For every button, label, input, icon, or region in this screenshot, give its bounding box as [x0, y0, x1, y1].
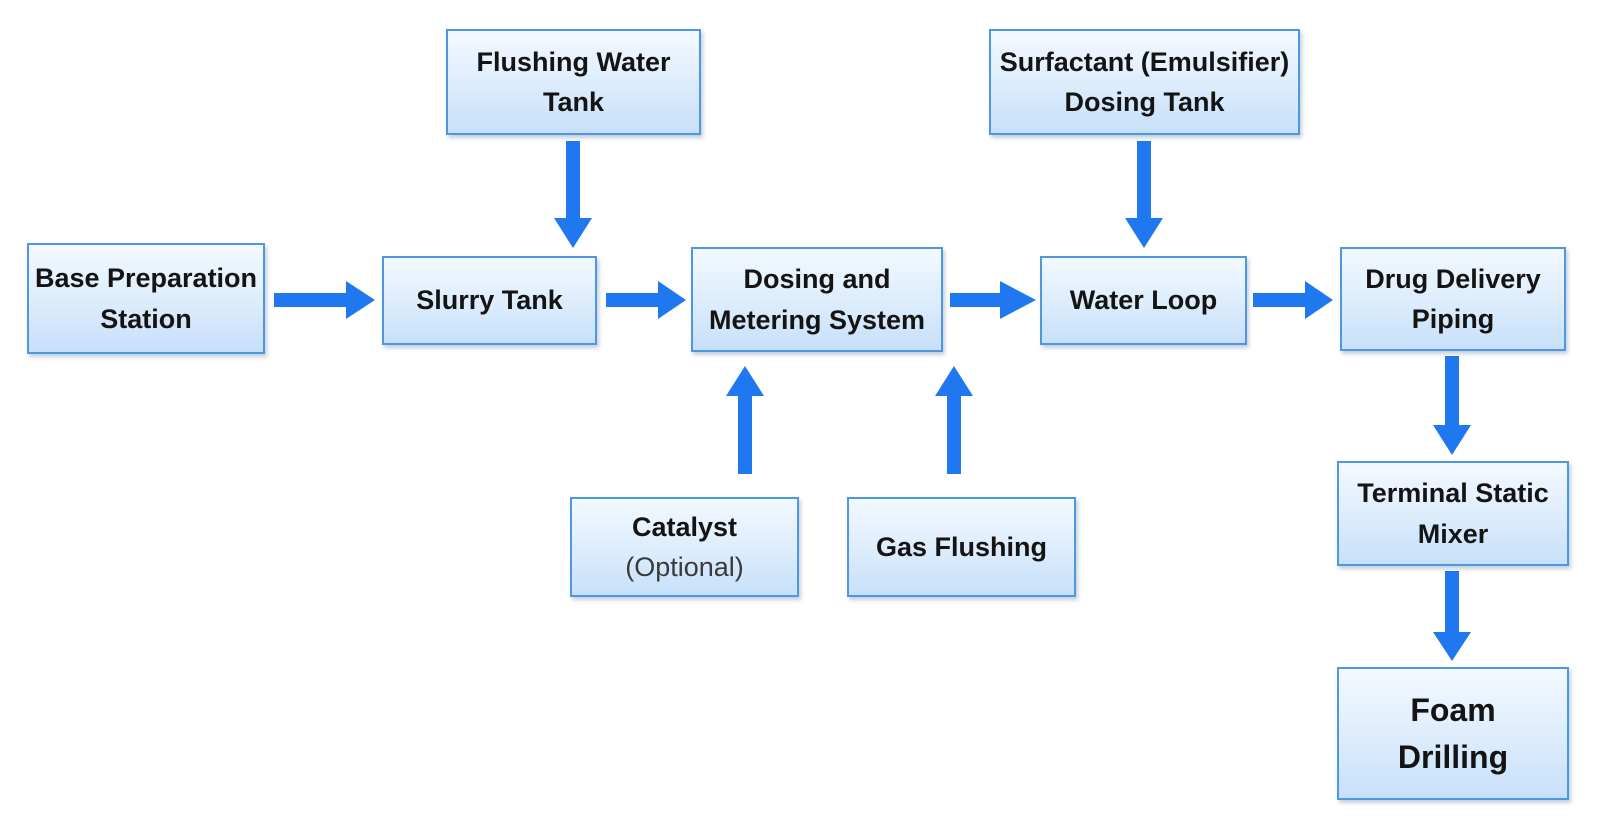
node-gas-flushing: Gas Flushing — [847, 497, 1076, 597]
node-slurry-tank: Slurry Tank — [382, 256, 597, 345]
arrow-waterloop-to-delivery — [1253, 281, 1333, 319]
node-water-loop: Water Loop — [1040, 256, 1247, 345]
node-label-line-1: Gas Flushing — [875, 531, 1048, 562]
node-foam-drilling: Foam Drilling — [1337, 667, 1569, 800]
node-label-line-2: Tank — [542, 87, 604, 117]
node-label-line-1: Surfactant (Emulsifier) — [999, 46, 1290, 77]
node-label-line-2: Mixer — [1417, 518, 1489, 549]
arrow-mixer-to-foam — [1433, 571, 1471, 661]
node-label-line-2: (Optional) — [625, 552, 744, 582]
node-label-line-1: Foam — [1410, 692, 1496, 729]
node-catalyst: Catalyst (Optional) — [570, 497, 799, 597]
node-label-line-1: Catalyst — [631, 511, 738, 542]
node-label-line-2: Dosing Tank — [1064, 87, 1225, 117]
node-label-line-2: Drilling — [1397, 738, 1509, 775]
node-label-line-1: Dosing and — [743, 264, 891, 294]
node-label-line-2: Metering System — [708, 304, 926, 335]
arrow-flushing-to-slurry — [554, 141, 592, 248]
node-label-line-1: Terminal Static — [1357, 478, 1549, 508]
node-drug-delivery-piping: Drug Delivery Piping — [1340, 247, 1566, 351]
node-label-line-2: Piping — [1411, 304, 1495, 334]
arrow-dosing-to-waterloop — [950, 281, 1036, 319]
node-flushing-water-tank: Flushing Water Tank — [446, 29, 701, 135]
arrow-gas-to-dosing — [935, 366, 973, 474]
node-label-line-1: Flushing Water — [476, 46, 671, 77]
node-label-line-1: Drug Delivery — [1365, 263, 1541, 294]
arrow-surfactant-to-waterloop — [1125, 141, 1163, 248]
arrow-catalyst-to-dosing — [726, 366, 764, 474]
node-surfactant-dosing-tank: Surfactant (Emulsifier) Dosing Tank — [989, 29, 1300, 135]
node-label-line-1: Slurry Tank — [416, 285, 563, 316]
node-label-line-1: Base Preparation — [34, 263, 258, 293]
node-terminal-static-mixer: Terminal Static Mixer — [1337, 461, 1569, 566]
arrow-delivery-to-mixer — [1433, 356, 1471, 455]
node-base-preparation-station: Base Preparation Station — [27, 243, 265, 354]
node-label-line-2: Station — [100, 303, 192, 334]
node-label-line-1: Water Loop — [1069, 285, 1218, 316]
arrow-slurry-to-dosing — [606, 281, 686, 319]
node-dosing-metering-system: Dosing and Metering System — [691, 247, 943, 352]
arrow-base-to-slurry — [274, 281, 375, 319]
